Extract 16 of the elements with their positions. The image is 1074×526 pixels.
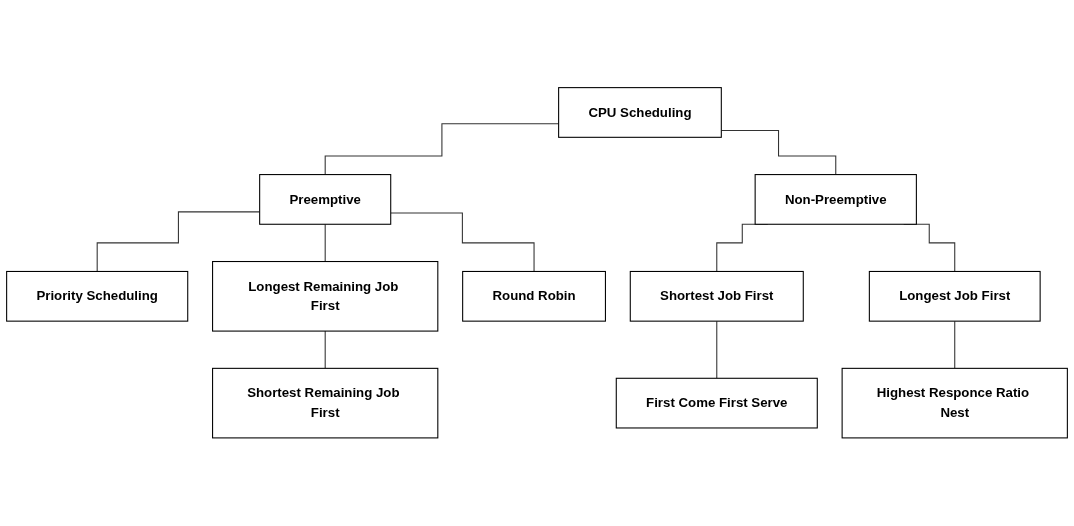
node-box: Longest Remaining Job First (212, 261, 439, 332)
node-box: Shortest Job First (629, 271, 804, 322)
node-box: Round Robin (462, 271, 606, 322)
node-box: Priority Scheduling (6, 271, 189, 322)
node-box: Non-Preemptive (754, 174, 917, 226)
connector (390, 212, 535, 273)
node-box: Shortest Remaining Job First (212, 368, 439, 439)
connector (324, 223, 326, 263)
connector (324, 330, 326, 370)
node-box: Longest Job First (868, 271, 1041, 322)
node-box: Highest Responce Ratio Nest (841, 368, 1068, 439)
node-box: CPU Scheduling (558, 87, 722, 139)
node-box: Preemptive (259, 174, 392, 226)
node-box: First Come First Serve (615, 377, 818, 429)
connector (716, 320, 718, 380)
connector (954, 320, 956, 370)
